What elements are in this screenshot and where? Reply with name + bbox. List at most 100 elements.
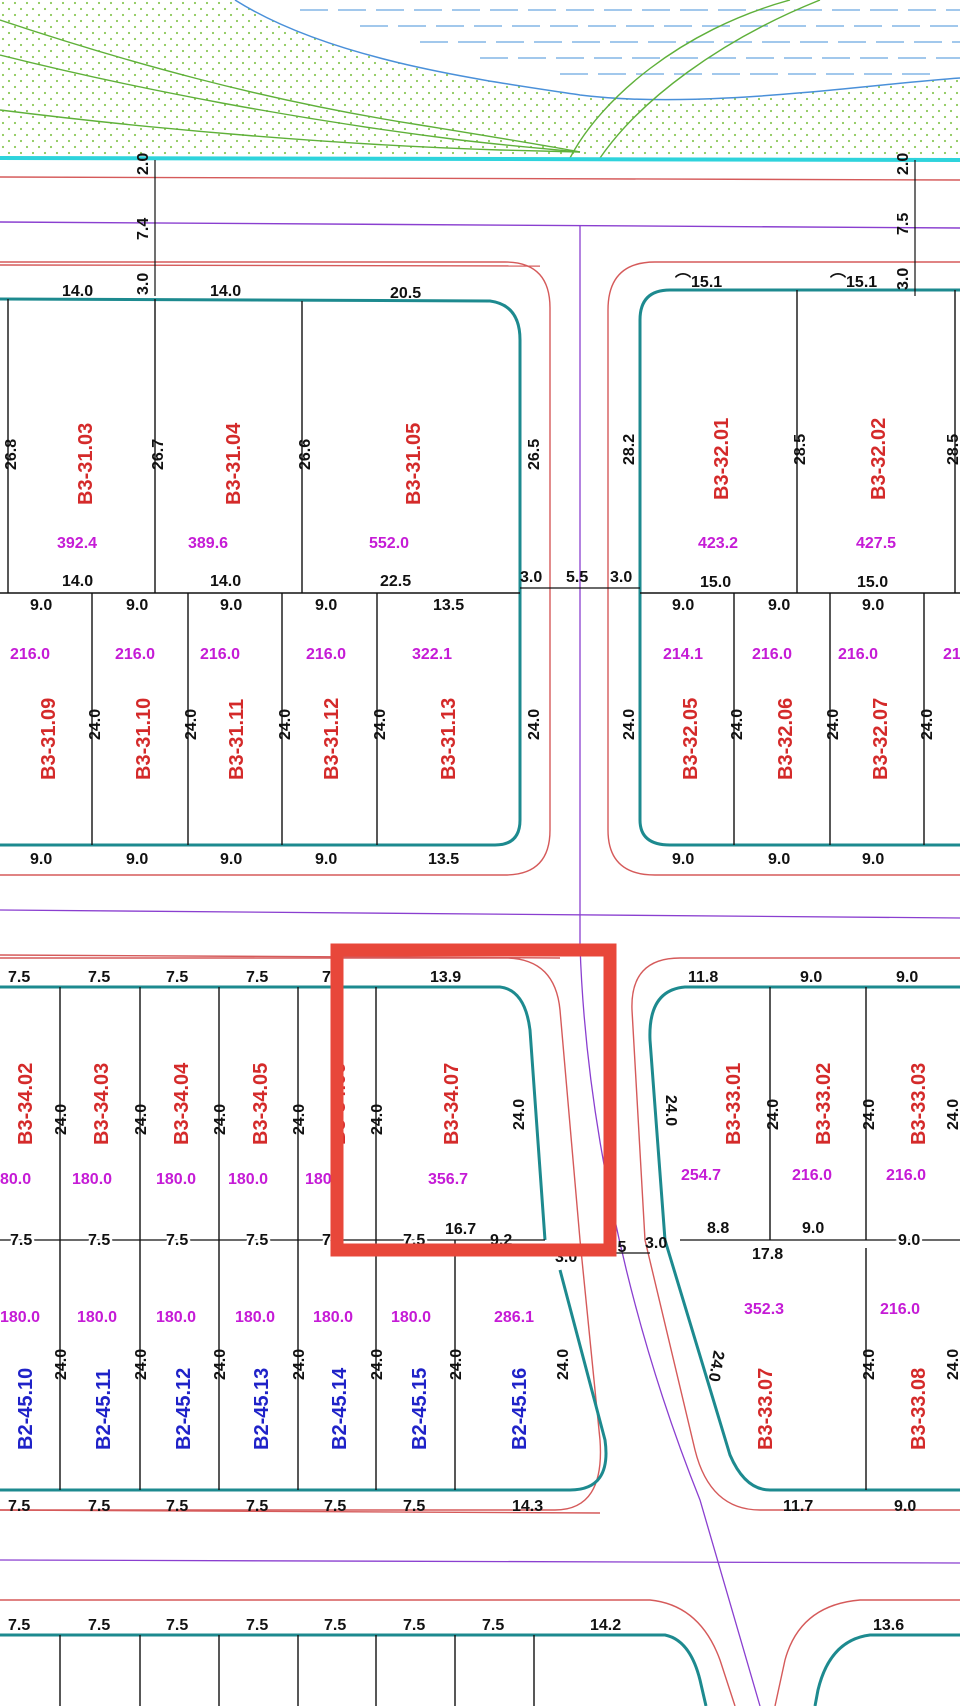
lot-area: 180.0 xyxy=(228,1171,268,1188)
dimension-label: 7.5 xyxy=(166,1232,188,1249)
lot-area: 427.5 xyxy=(856,535,896,552)
lot-area: 423.2 xyxy=(698,535,738,552)
dimension-label: 7.5 xyxy=(324,1617,346,1634)
block-b3-34-b2-45 xyxy=(0,957,608,1511)
dimension-label: 20.5 xyxy=(390,285,421,302)
dimension-label: 9.0 xyxy=(672,851,694,868)
lot-area: 216.0 xyxy=(306,646,346,663)
lot-area: 180.0 xyxy=(313,1309,353,1326)
dimension-label: 24.0 xyxy=(945,1349,960,1380)
lot-area: 216.0 xyxy=(10,646,50,663)
dimension-label: 24.0 xyxy=(53,1349,70,1380)
dimension-label: 9.0 xyxy=(220,851,242,868)
dimension-label: 24.0 xyxy=(53,1104,70,1135)
dimension-label: 24.0 xyxy=(212,1104,229,1135)
lot-id: B3-32.02 xyxy=(868,418,890,500)
road-width-label: 3.0 xyxy=(520,569,542,586)
lot-id: B3-33.02 xyxy=(813,1063,835,1145)
dimension-label: 14.0 xyxy=(62,573,93,590)
dimension-label: 9.0 xyxy=(30,597,52,614)
dimension-label: 9.0 xyxy=(126,851,148,868)
roads xyxy=(0,176,960,1706)
dimension-label: 24.0 xyxy=(526,709,543,740)
dimension-label: 9.0 xyxy=(672,597,694,614)
lot-id: B3-34.03 xyxy=(91,1063,113,1145)
lot-area: 180.0 xyxy=(156,1171,196,1188)
dimension-label: 7.5 xyxy=(88,1232,110,1249)
dimension-label: 24.0 xyxy=(705,1349,727,1383)
dimension-label: 13.5 xyxy=(433,597,464,614)
dimension-label: 14.0 xyxy=(210,283,241,300)
lot-area: 180 xyxy=(305,1171,332,1188)
dimension-label: 24.0 xyxy=(369,1349,386,1380)
lot-area: 216.0 xyxy=(838,646,878,663)
dimension-label: 7.5 xyxy=(88,1617,110,1634)
dimension-label: 16.7 xyxy=(445,1221,476,1238)
dimension-label: 7.5 xyxy=(88,1498,110,1515)
lot-area: 216.0 xyxy=(115,646,155,663)
lot-area: 180.0 xyxy=(0,1309,40,1326)
dimension-label: 24.0 xyxy=(87,709,104,740)
lot-id: B3-34.05 xyxy=(250,1063,272,1145)
lot-id: B3-33.03 xyxy=(908,1063,930,1145)
lot-id: B3-34.04 xyxy=(171,1062,193,1145)
dimension-label: 24.0 xyxy=(291,1349,308,1380)
dimension-label: 24.0 xyxy=(861,1099,878,1130)
road-width-label: 5.5 xyxy=(566,569,588,586)
lot-area: 352.3 xyxy=(744,1301,784,1318)
dimension-label: 9.0 xyxy=(315,597,337,614)
block-b3-32 xyxy=(607,261,960,876)
dimension-label: 9.0 xyxy=(126,597,148,614)
dimension-label: 9.0 xyxy=(30,851,52,868)
road-width-label: 7.5 xyxy=(895,213,912,235)
dimension-label: 24.0 xyxy=(945,1099,960,1130)
dimension-label: 7.5 xyxy=(166,969,188,986)
lot-id: B3-31.09 xyxy=(38,698,60,780)
dimension-label: 9.0 xyxy=(896,969,918,986)
dimension-label: 7.5 xyxy=(246,1232,268,1249)
dimension-label: 24.0 xyxy=(291,1104,308,1135)
dimension-label: 7.5 xyxy=(403,1617,425,1634)
dimension-label: 7.5 xyxy=(8,1498,30,1515)
road-width-label: 3.0 xyxy=(645,1235,667,1252)
lot-area: 180.0 xyxy=(235,1309,275,1326)
dimension-label: 7.5 xyxy=(166,1498,188,1515)
dimension-label: 7.5 xyxy=(246,1617,268,1634)
lot-area: 392.4 xyxy=(57,535,97,552)
dimension-label: 7.5 xyxy=(324,1498,346,1515)
dimension-label: 26.7 xyxy=(150,439,167,470)
dimension-label: 9.0 xyxy=(315,851,337,868)
dimension-label: 26.6 xyxy=(297,439,314,470)
dimension-label: 7.5 xyxy=(8,1617,30,1634)
dimension-label: 9.0 xyxy=(768,851,790,868)
lot-id: B2-45.10 xyxy=(15,1368,37,1450)
lot-id: B3-31.13 xyxy=(438,698,460,780)
lot-id: B3-33.07 xyxy=(755,1368,777,1450)
dimension-label: 24.0 xyxy=(372,709,389,740)
dimension-label: 28.5 xyxy=(792,434,809,465)
dimension-label: 11.8 xyxy=(688,969,718,986)
dimension-label: 24.0 xyxy=(369,1104,386,1135)
lot-area: 180.0 xyxy=(156,1309,196,1326)
river-area xyxy=(234,0,960,101)
dimension-label: 24.0 xyxy=(133,1349,150,1380)
dimension-label: 9.0 xyxy=(800,969,822,986)
lot-area: 552.0 xyxy=(369,535,409,552)
road-width-label: 3.0 xyxy=(610,569,632,586)
lot-area: 180.0 xyxy=(72,1171,112,1188)
dimension-label: 7.5 xyxy=(246,969,268,986)
lot-area: 216.0 xyxy=(752,646,792,663)
dimension-label: 24.0 xyxy=(511,1099,528,1130)
dimension-label: 24.0 xyxy=(212,1349,229,1380)
lot-id: B3-32.06 xyxy=(775,698,797,780)
lot-id: B3-34.07 xyxy=(441,1063,463,1145)
arc-length-label: ⌒15.1 xyxy=(830,272,877,291)
road-width-label: 3.0 xyxy=(895,268,912,290)
dimension-label: 7 xyxy=(322,1232,331,1249)
dimension-label: 9.0 xyxy=(898,1232,920,1249)
road-width-label: 2.0 xyxy=(135,153,152,175)
lot-area: 286.1 xyxy=(494,1309,534,1326)
lot-area: 356.7 xyxy=(428,1171,468,1188)
dimension-label: 26.5 xyxy=(526,439,543,470)
dimension-label: 13.5 xyxy=(428,851,459,868)
